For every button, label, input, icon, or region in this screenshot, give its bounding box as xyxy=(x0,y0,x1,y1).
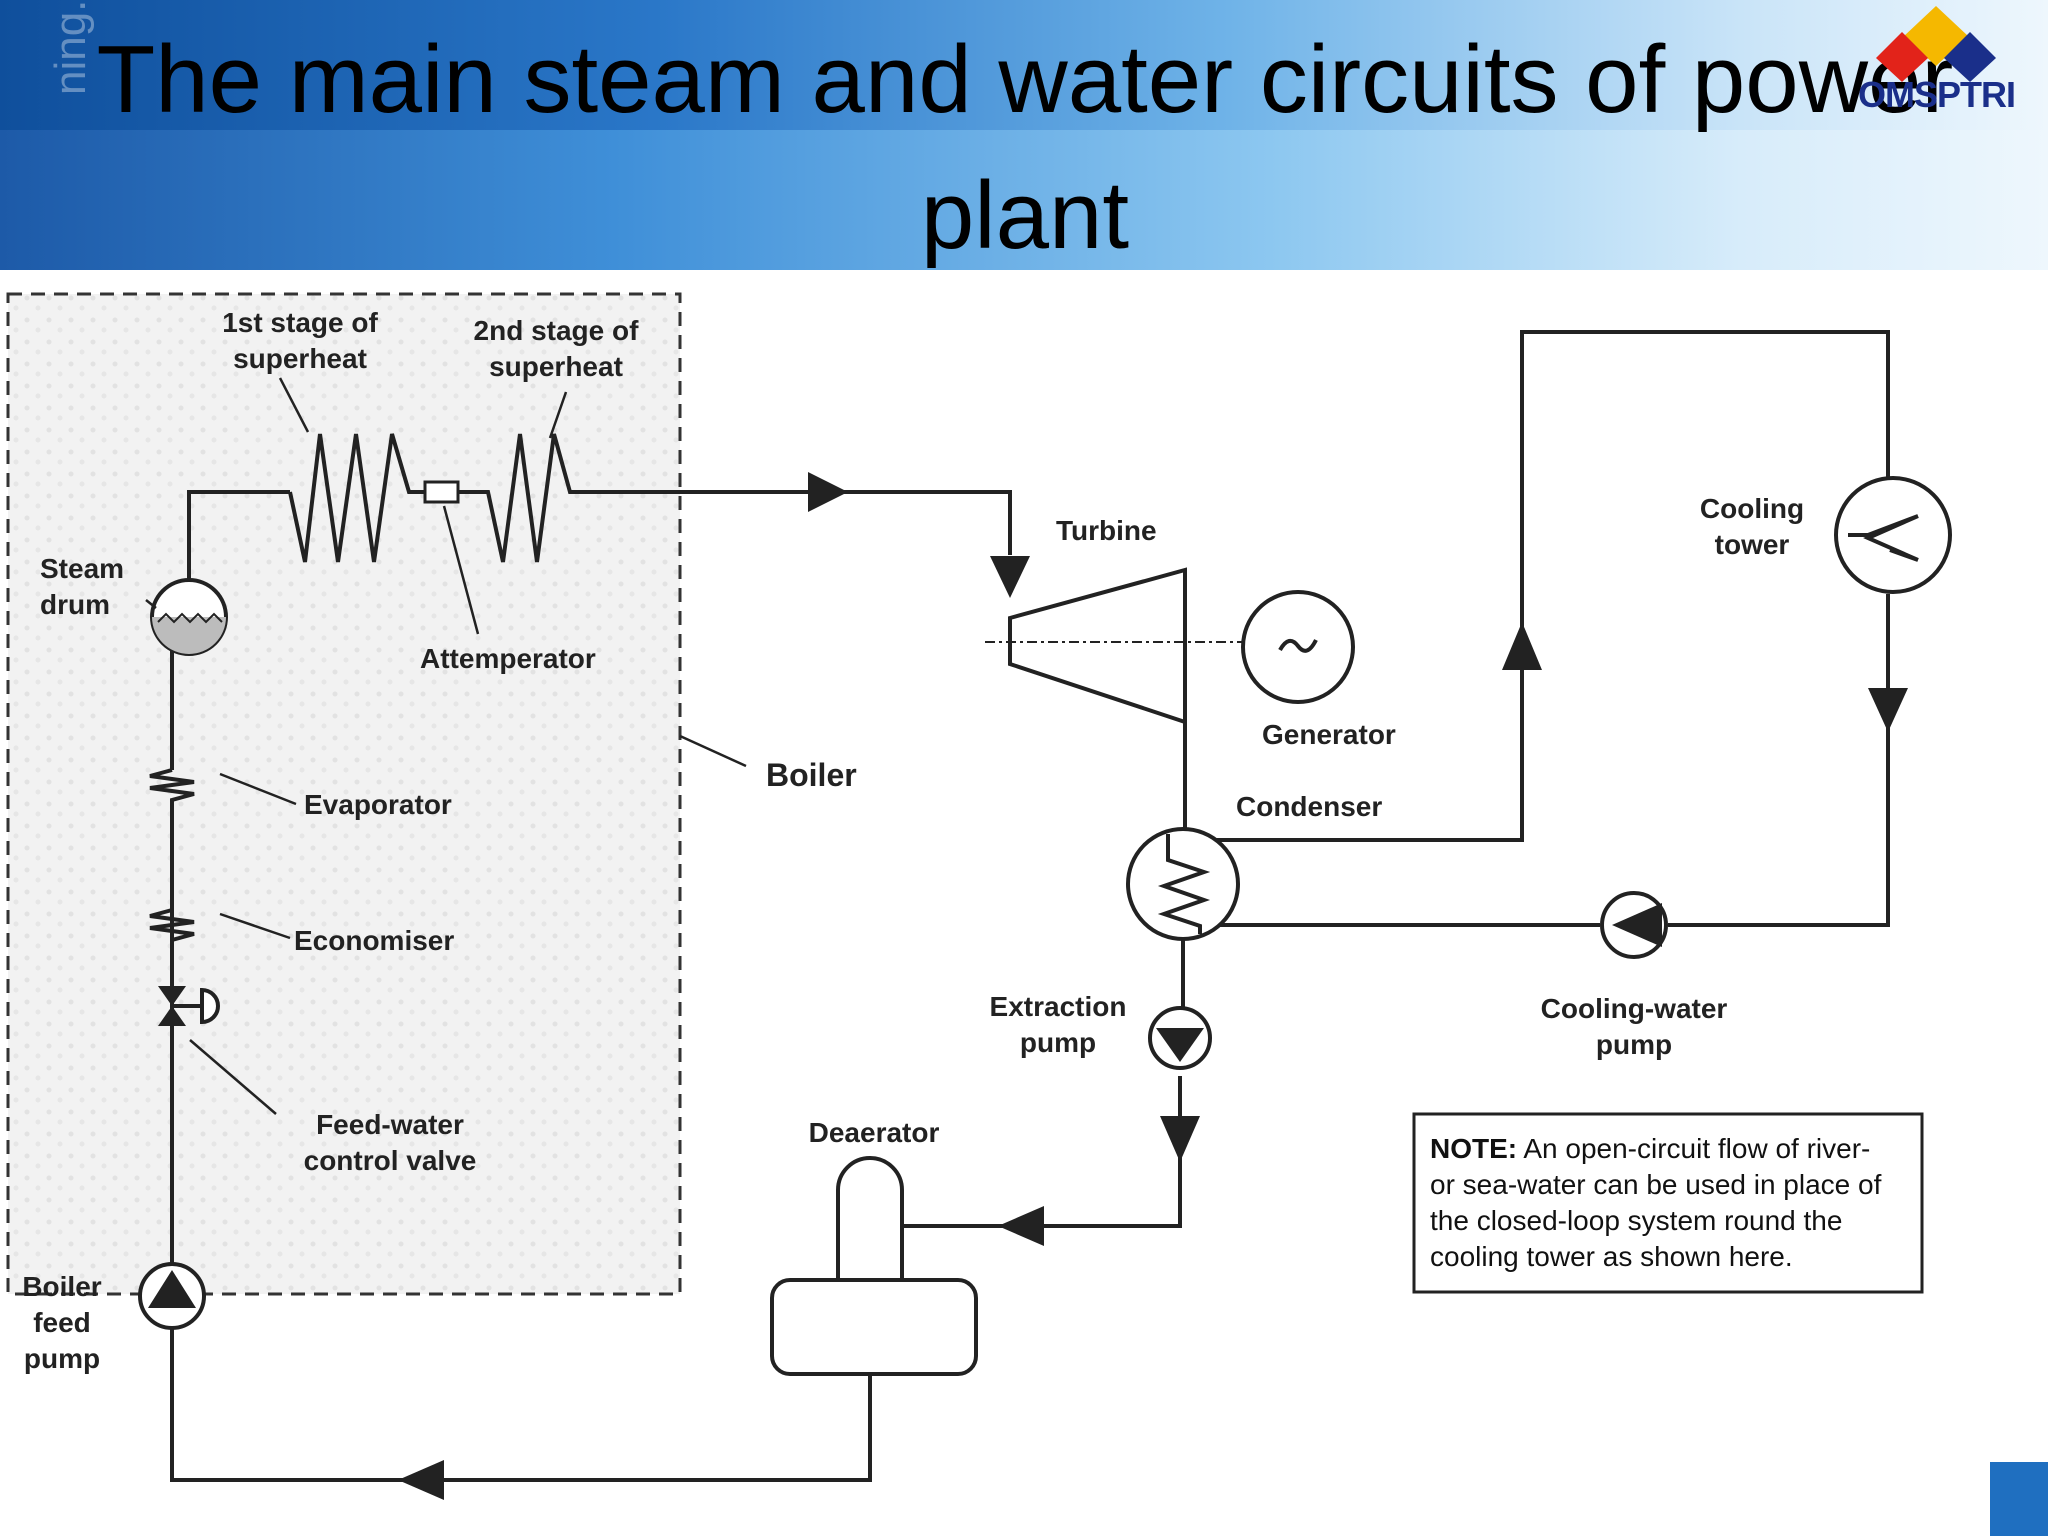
corner-accent xyxy=(1990,1462,2048,1536)
pump-arrow xyxy=(1612,903,1662,947)
circuit-diagram: 1st stage of superheat 2nd stage of supe… xyxy=(0,270,1990,1536)
drum-riser-pipe xyxy=(187,490,290,592)
note-line4: cooling tower as shown here. xyxy=(1430,1241,1793,1272)
label-feed-water-line2: control valve xyxy=(304,1145,477,1176)
label-steam-drum-line1: Steam xyxy=(40,553,124,584)
leader-evaporator xyxy=(219,772,297,806)
label-condenser: Condenser xyxy=(1236,791,1382,822)
label-feed-water-line1: Feed-water xyxy=(316,1109,464,1140)
steam-drum-water xyxy=(152,617,226,654)
boiler-boundary xyxy=(6,292,682,1296)
deaerator xyxy=(770,1156,978,1376)
return-feed-pipe xyxy=(170,1322,872,1482)
flow-arrow-icon xyxy=(808,472,848,512)
flow-arrow-icon xyxy=(398,1460,444,1500)
condenser-coil xyxy=(1157,834,1211,934)
label-stage2-line1: 2nd stage of xyxy=(474,315,640,346)
leader-attemperator xyxy=(442,505,480,635)
flow-arrow-icon xyxy=(998,1206,1044,1246)
flow-arrow-icon xyxy=(1868,688,1908,732)
leader-feed-water-valve xyxy=(189,1039,277,1115)
note-bold: NOTE: xyxy=(1430,1133,1517,1164)
label-feed-pump-line1: Boiler xyxy=(22,1271,101,1302)
flow-arrow-icon xyxy=(1502,622,1542,670)
label-boiler: Boiler xyxy=(766,757,857,793)
logo-icon xyxy=(1876,6,1996,82)
note-line1: NOTE: An open-circuit flow of river- xyxy=(1430,1133,1870,1164)
turbine-body xyxy=(1008,567,1187,725)
cooling-water-pump xyxy=(1600,891,1668,959)
attemperator xyxy=(423,480,460,504)
steam-drum-wave xyxy=(157,612,223,624)
valve-icon xyxy=(158,986,186,1006)
label-feed-pump-line3: pump xyxy=(24,1343,100,1374)
extraction-pump xyxy=(1148,1006,1212,1070)
note-line1-text: An open-circuit flow of river- xyxy=(1517,1133,1870,1164)
logo-diamond-red xyxy=(1876,32,1928,82)
heat-exchanger-icon xyxy=(1834,476,1952,594)
label-attemperator: Attemperator xyxy=(420,643,596,674)
pump-arrow xyxy=(148,1270,196,1308)
logo-diamond-blue xyxy=(1944,32,1996,82)
leader-stage1 xyxy=(278,377,310,433)
label-cooling-pump-line2: pump xyxy=(1596,1029,1672,1060)
valve-actuator xyxy=(200,987,220,1025)
superheater-stage1-coil xyxy=(288,433,425,563)
label-deaerator: Deaerator xyxy=(809,1117,940,1148)
cooling-return-pipe xyxy=(1668,594,1890,927)
label-turbine: Turbine xyxy=(1056,515,1157,546)
label-feed-pump-line2: feed xyxy=(33,1307,91,1338)
label-stage1-line2: superheat xyxy=(233,343,367,374)
economiser-coil xyxy=(149,908,195,1038)
leader-boiler xyxy=(679,734,747,768)
deaerator-column xyxy=(836,1156,904,1280)
pump-arrow xyxy=(1156,1028,1204,1062)
flow-arrow-icon xyxy=(1160,1116,1200,1162)
flow-arrow-icon xyxy=(990,556,1030,598)
label-extraction-line1: Extraction xyxy=(990,991,1127,1022)
label-economiser: Economiser xyxy=(294,925,454,956)
feed-to-deaerator-pipe xyxy=(900,1076,1182,1228)
heat-exchanger-icon xyxy=(1126,827,1240,941)
cooling-tower xyxy=(1834,476,1952,594)
leader-economiser xyxy=(219,912,291,940)
leader-stage2 xyxy=(548,391,568,439)
label-evaporator: Evaporator xyxy=(304,789,452,820)
note-line3: the closed-loop system round the xyxy=(1430,1205,1842,1236)
title-header xyxy=(0,0,2048,270)
condenser xyxy=(1126,827,1240,941)
deaerator-tank xyxy=(770,1278,978,1376)
logo-text: OMSPTRI xyxy=(1858,74,2016,115)
cooling-riser-pipe xyxy=(1215,330,1890,842)
label-stage2-line2: superheat xyxy=(489,351,623,382)
boiler-feed-pump xyxy=(138,1262,206,1330)
label-extraction-line2: pump xyxy=(1020,1027,1096,1058)
evaporator-coil xyxy=(149,768,195,910)
label-steam-drum-line2: drum xyxy=(40,589,110,620)
feed-water-control-valve xyxy=(158,986,220,1026)
note-line2: or sea-water can be used in place of xyxy=(1430,1169,1882,1200)
label-stage1-line1: 1st stage of xyxy=(222,307,378,338)
page-title: The main steam and water circuits of pow… xyxy=(96,26,1954,269)
tilde-icon xyxy=(1278,638,1318,653)
label-generator: Generator xyxy=(1262,719,1396,750)
label-cooling-pump-line1: Cooling-water xyxy=(1541,993,1728,1024)
leader-steam-drum xyxy=(145,599,157,609)
note-box xyxy=(1412,1112,1924,1294)
cooling-tower-coil xyxy=(1848,514,1919,562)
main-steam-pipe xyxy=(458,433,1012,563)
valve-icon-lower xyxy=(158,1006,186,1026)
label-cooling-tower-line2: tower xyxy=(1715,529,1790,560)
label-cooling-tower-line1: Cooling xyxy=(1700,493,1804,524)
header-band xyxy=(0,0,2048,130)
